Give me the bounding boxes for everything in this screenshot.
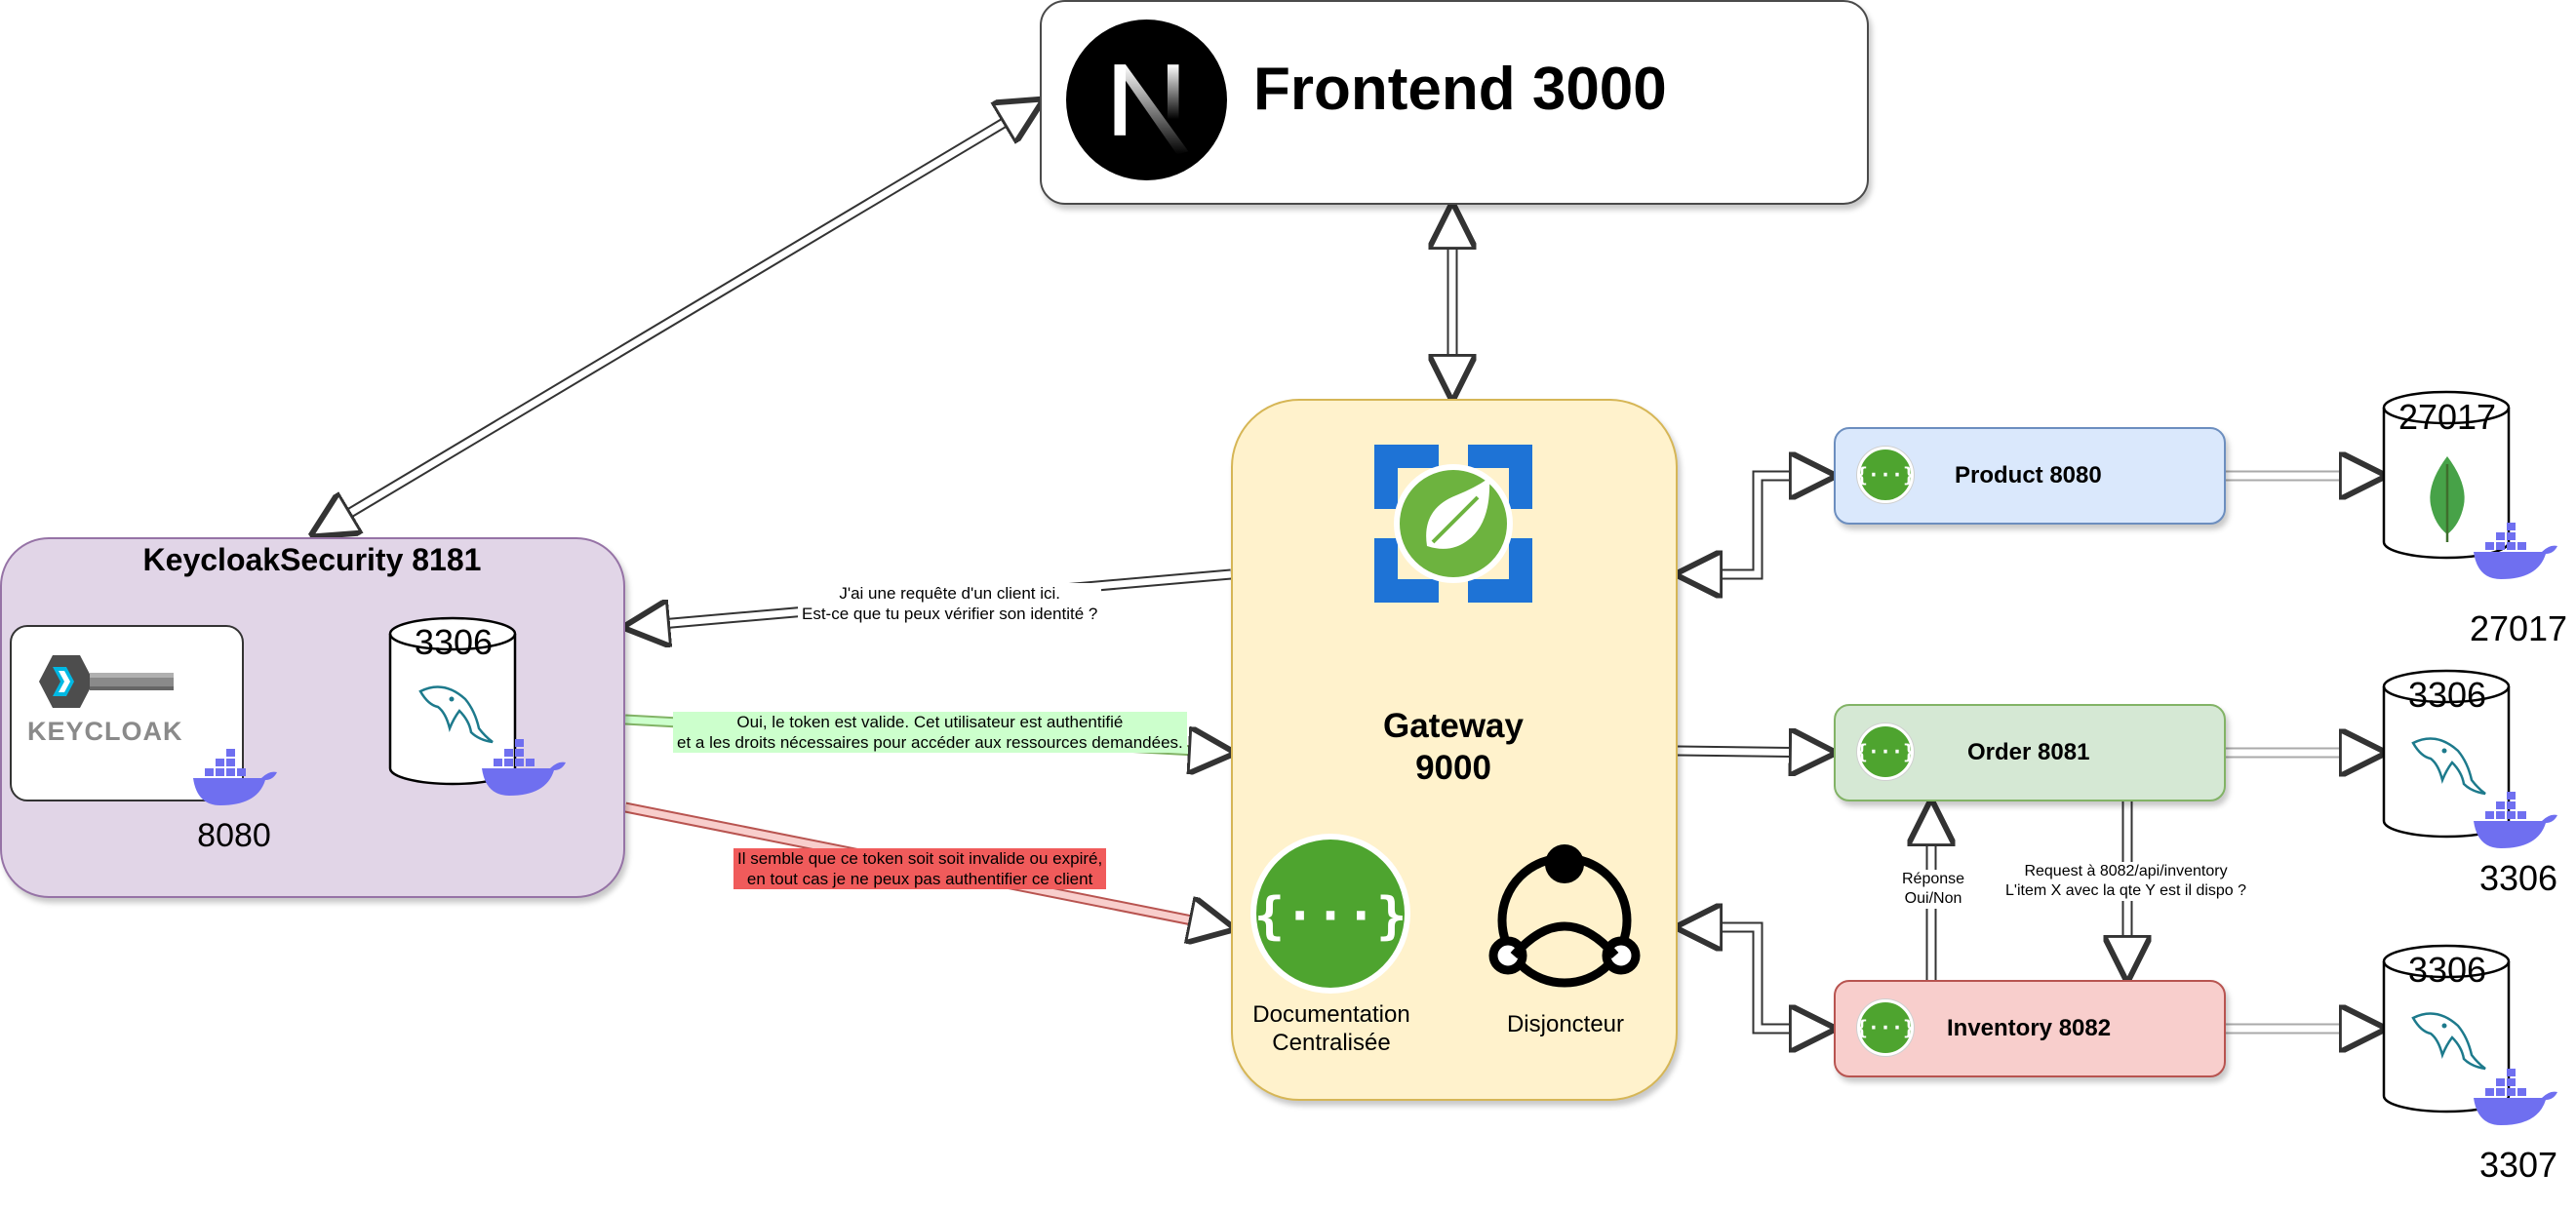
keycloak-port-label: 8080 [197,817,271,854]
keycloak-db-label: 3306 [414,622,494,662]
order-db-port: 3306 [2478,858,2558,898]
product-db-label: 27017 [2398,397,2497,437]
gateway-title: Gateway 9000 [1307,705,1600,789]
frontend-keycloak-connector [314,101,1040,534]
token-valid-line2: et a les droits nécessaires pour accéder… [677,733,1183,752]
spring-cloud-gateway-icon [1374,445,1532,603]
keycloak-security-title: KeycloakSecurity 8181 [142,542,482,577]
spring-service-icon: {···} [1856,723,1915,780]
svg-text:{···}: {···} [1254,887,1407,946]
documentation-label-line2: Centralisée [1272,1030,1391,1056]
gateway-inventory-connector [1680,927,1832,1029]
docker-icon [193,749,277,805]
inventory-request-line1: Request à 8082/api/inventory [2024,863,2228,879]
order-service-node: {···} Order 8081 [1834,704,2226,801]
mysql-icon [2411,737,2486,796]
token-valid-line1: Oui, le token est valide. Cet utilisateu… [736,713,1124,731]
nextjs-icon [1066,20,1227,180]
identity-request-line2: Est-ce que tu peux vérifier son identité… [802,605,1098,623]
keycloak-security-node [0,537,625,898]
inventory-db-port: 3307 [2478,1145,2558,1185]
spring-service-icon: {···} [1856,447,1915,503]
spring-service-icon: {···} [1856,999,1915,1056]
mysql-icon [418,685,494,744]
gateway-product-connector [1680,476,1832,574]
order-service-label: Order 8081 [1967,739,2090,765]
product-service-node: {···} Product 8080 [1834,427,2226,525]
docker-icon [2474,523,2557,579]
inventory-service-node: {···} Inventory 8082 [1834,980,2226,1077]
documentation-label: Documentation Centralisée [1224,1000,1439,1057]
order-db-cylinder [2382,669,2511,839]
product-db-port: 27017 [2469,608,2568,648]
token-invalid-line1: Il semble que ce token soit soit invalid… [737,849,1103,868]
gateway-title-line2: 9000 [1415,749,1491,787]
keycloak-wordmark: KEYCLOAK [27,717,183,746]
mongodb-icon [2430,456,2465,542]
docker-icon [482,739,566,796]
product-service-label: Product 8080 [1955,462,2102,488]
inventory-db-label: 3306 [2407,950,2487,990]
circuit-breaker-icon [1488,844,1641,988]
inventory-request-message: Request à 8082/api/inventory L'item X av… [2001,862,2251,901]
gateway-title-line1: Gateway [1383,707,1524,745]
swagger-docs-icon: {···} [1250,834,1410,994]
inventory-request-line2: L'item X avec la qte Y est il dispo ? [2005,882,2247,899]
token-invalid-line2: en tout cas je ne peux pas authentifier … [746,870,1093,888]
response-line2: Oui/Non [1904,890,1962,907]
token-invalid-message: Il semble que ce token soit soit invalid… [733,848,1107,889]
token-valid-message: Oui, le token est valide. Cet utilisateu… [673,712,1187,753]
identity-request-message: J'ai une requête d'un client ici. Est-ce… [798,583,1102,624]
order-db-label: 3306 [2407,675,2487,715]
identity-request-line1: J'ai une requête d'un client ici. [839,584,1061,603]
docker-icon [2474,1069,2557,1125]
response-message: Réponse Oui/Non [1898,870,1969,909]
response-line1: Réponse [1902,871,1965,887]
keycloak-logo-icon [39,655,174,708]
inventory-service-label: Inventory 8082 [1947,1015,2112,1041]
documentation-label-line1: Documentation [1252,1001,1410,1028]
circuit-breaker-label: Disjoncteur [1506,1011,1625,1037]
docker-icon [2474,792,2557,848]
gateway-order-connector [1677,751,1832,753]
mysql-icon [2411,1012,2486,1071]
frontend-title: Frontend 3000 [1253,56,1667,123]
